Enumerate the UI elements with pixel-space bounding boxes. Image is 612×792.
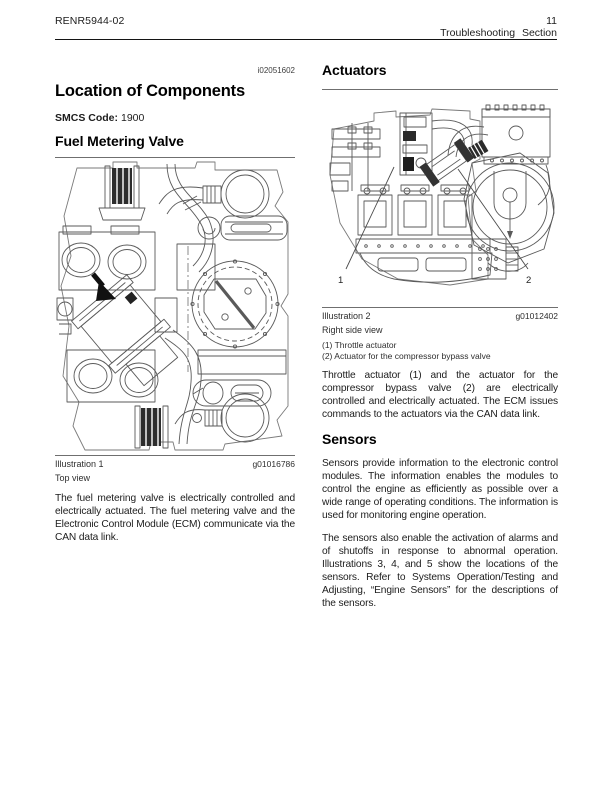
bypass-actuator-shape bbox=[419, 138, 475, 187]
illustration-2-callout-list: (1) Throttle actuator (2) Actuator for t… bbox=[322, 340, 558, 361]
smcs-code-line: SMCS Code:1900 bbox=[55, 112, 295, 124]
actuators-paragraph: Throttle actuator (1) and the actuator f… bbox=[322, 370, 558, 420]
illustration-1-view: Top view bbox=[55, 473, 91, 483]
smcs-value: 1900 bbox=[121, 112, 145, 124]
throttle-actuator-shape bbox=[468, 139, 489, 160]
illustration-1-figure bbox=[55, 157, 295, 456]
illustration-1-caption: Illustration 1 g01016786 bbox=[55, 459, 295, 469]
cylinder-heads bbox=[357, 184, 473, 236]
heading-sensors: Sensors bbox=[322, 431, 377, 448]
illustration-2-label: Illustration 2 bbox=[322, 311, 371, 321]
illustration-2-view: Right side view bbox=[322, 325, 383, 335]
page-title: Location of Components bbox=[55, 82, 245, 100]
header-rule bbox=[55, 39, 557, 40]
fuel-metering-valve-paragraph: The fuel metering valve is electrically … bbox=[55, 493, 295, 543]
fuel-metering-valve-shape bbox=[71, 274, 179, 387]
callout-item-1: (1) Throttle actuator bbox=[322, 340, 397, 350]
callout-item-2: (2) Actuator for the compressor bypass v… bbox=[322, 350, 491, 361]
article-code: i02051602 bbox=[257, 66, 295, 75]
illustration-1-label: Illustration 1 bbox=[55, 459, 104, 469]
illustration-2-figure: 1 2 bbox=[322, 89, 558, 308]
valve-pointer-arrow-icon bbox=[91, 272, 116, 301]
heading-fuel-metering-valve: Fuel Metering Valve bbox=[55, 133, 184, 149]
section-title: Troubleshooting Section bbox=[440, 27, 557, 39]
callout-1-label: 1 bbox=[338, 275, 343, 286]
doc-number: RENR5944-02 bbox=[55, 15, 125, 27]
page-number: 11 bbox=[546, 15, 557, 27]
smcs-label: SMCS Code: bbox=[55, 112, 118, 124]
callout-2-label: 2 bbox=[526, 275, 531, 286]
sensors-paragraph-1: Sensors provide information to the elect… bbox=[322, 458, 558, 522]
illustration-2-code: g01012402 bbox=[515, 311, 558, 321]
illustration-2-caption: Illustration 2 g01012402 bbox=[322, 311, 558, 321]
engine-top-view-drawing bbox=[56, 161, 289, 451]
right-column: Actuators bbox=[322, 62, 558, 621]
engine-side-view-drawing: 1 2 bbox=[329, 104, 555, 286]
heading-actuators: Actuators bbox=[322, 62, 387, 78]
illustration-1-code: g01016786 bbox=[252, 459, 295, 469]
sensors-paragraph-2: The sensors also enable the activation o… bbox=[322, 533, 558, 610]
left-column: i02051602 Location of Components SMCS Co… bbox=[55, 62, 295, 554]
